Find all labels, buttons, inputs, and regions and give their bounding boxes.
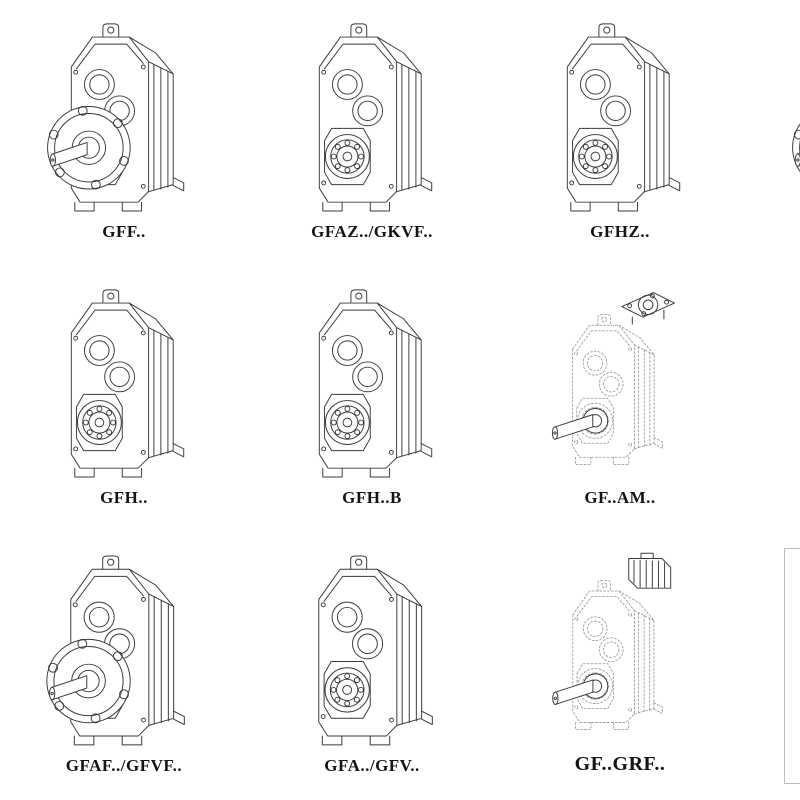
catalog-item-gff: GFF.. [40,16,208,250]
model-label: GFAF../GFVF.. [65,756,183,775]
model-label: GFH..B [342,488,402,507]
phantom-gearbox-input-shaft-drawing [785,549,800,748]
model-label: GFF.. [102,222,146,241]
model-label: GFA../GFV.. [324,756,420,775]
model-label: GFH.. [100,488,148,507]
catalog-item-gfhf: GFHF.. [784,16,800,250]
catalog-item-gfh-b: GFH..B [288,282,456,516]
catalog-item-gf-y: GF..Y.. [784,282,800,516]
hollow-shaft-gearbox-drawing [288,16,456,218]
foot-mounted-gearbox-drawing [288,282,456,484]
catalog-item-gf-am: GF..AM.. [536,282,704,516]
catalog-item-gf-ad: GF..AD.. [784,548,800,784]
catalog-item-gfa-gfv: GFA../GFV.. [288,548,456,784]
phantom-gearbox-adapter-drawing [536,548,704,749]
catalog-item-gfaz-gkvf: GFAZ../GKVF.. [288,16,456,250]
catalog-item-gfhz: GFHZ.. [536,16,704,250]
hollow-shaft-gearbox-drawing [536,16,704,218]
phantom-gearbox-iec-flange-drawing [536,282,704,484]
flange-output-gearbox-drawing [40,16,208,218]
model-label: GF..AM.. [584,488,656,507]
flange-output-gearbox-drawing [785,16,800,218]
flange-output-gearbox-drawing [40,548,208,752]
phantom-gearbox-motor-drawing [785,282,800,484]
catalog-item-gfh: GFH.. [40,282,208,516]
model-label: GFHZ.. [590,222,650,241]
foot-mounted-gearbox-drawing [40,282,208,484]
model-label: GF..GRF.. [574,753,666,775]
catalog-item-gfaf-gfvf: GFAF../GFVF.. [40,548,208,784]
hollow-shaft-gearbox-drawing [288,548,456,752]
catalog-item-gf-grf: GF..GRF.. [536,548,704,784]
model-label: GFAZ../GKVF.. [311,222,433,241]
